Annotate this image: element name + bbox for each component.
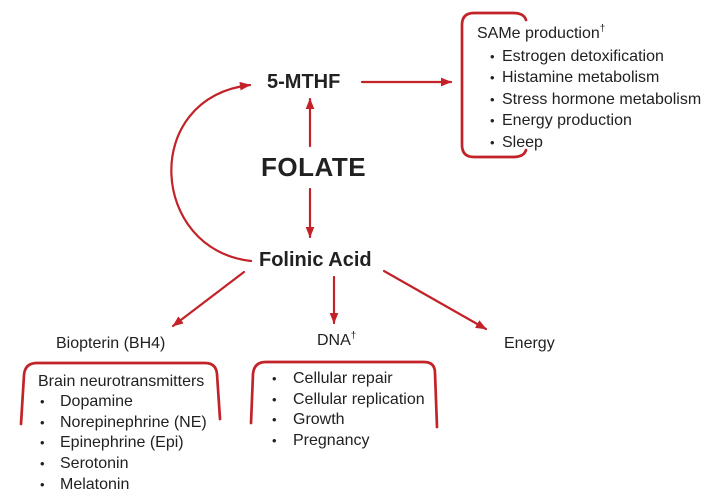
- list-item: • Sleep: [490, 132, 701, 153]
- node-folinic-acid: Folinic Acid: [259, 249, 372, 271]
- dna-label-text: DNA: [317, 332, 351, 349]
- list-item-label: Pregnancy: [293, 432, 370, 450]
- bullet-icon: •: [490, 113, 495, 129]
- bullet-icon: •: [490, 49, 495, 64]
- branch-label-dna: DNA†: [317, 330, 357, 350]
- list-item-label: Cellular repair: [293, 370, 393, 387]
- arrow-folinic-to-biopterin: [171, 270, 246, 328]
- list-item-label: Sleep: [502, 133, 543, 151]
- list-item: • Stress hormone metabolism: [490, 89, 701, 110]
- node-5mthf: 5-MTHF: [267, 71, 341, 93]
- list-item: • Melatonin: [40, 475, 207, 496]
- dagger-icon: †: [599, 23, 606, 35]
- bullet-icon: •: [40, 456, 45, 472]
- list-item: • Cellular replication: [272, 390, 425, 411]
- bullet-icon: •: [40, 394, 45, 409]
- list-item: • Serotonin: [40, 454, 207, 475]
- same-production-list: • Estrogen detoxification • Histamine me…: [490, 46, 701, 153]
- list-item-label: Stress hormone metabolism: [502, 90, 702, 108]
- list-item-label: Epinephrine (Epi): [60, 434, 184, 452]
- bullet-icon: •: [272, 412, 277, 428]
- list-item-label: Cellular replication: [293, 390, 425, 408]
- list-item-label: Histamine metabolism: [502, 69, 660, 87]
- list-item: • Cellular repair: [272, 369, 425, 390]
- list-item: • Dopamine: [40, 392, 207, 413]
- bullet-icon: •: [272, 391, 277, 407]
- bullet-icon: •: [272, 371, 277, 386]
- node-folate: FOLATE: [261, 152, 367, 182]
- brain-neurotransmitters-bracket: [19, 361, 222, 426]
- list-item: • Epinephrine (Epi): [40, 433, 207, 454]
- brain-neurotransmitters-heading: Brain neurotransmitters: [38, 373, 205, 390]
- bullet-icon: •: [40, 476, 45, 492]
- list-item-label: Dopamine: [60, 393, 133, 410]
- bullet-icon: •: [40, 414, 45, 430]
- dagger-icon: †: [350, 330, 357, 342]
- list-item: • Pregnancy: [272, 431, 425, 452]
- list-item: • Growth: [272, 410, 425, 431]
- branch-label-energy: Energy: [504, 335, 555, 352]
- list-item-label: Estrogen detoxification: [502, 48, 664, 65]
- dna-list: • Cellular repair • Cellular replication…: [272, 369, 425, 452]
- arrow-folinic-to-5mthf-curve: [170, 81, 253, 263]
- list-item-label: Melatonin: [60, 475, 130, 493]
- same-production-heading-text: SAMe production: [477, 25, 600, 42]
- list-item: • Histamine metabolism: [490, 67, 701, 88]
- bullet-icon: •: [272, 433, 277, 449]
- list-item-label: Norepinephrine (NE): [60, 413, 207, 431]
- list-item-label: Growth: [293, 411, 345, 429]
- list-item: • Norepinephrine (NE): [40, 413, 207, 434]
- list-item-label: Energy production: [502, 112, 632, 130]
- branch-label-biopterin: Biopterin (BH4): [56, 335, 166, 352]
- same-production-bracket: [460, 11, 528, 159]
- list-item: • Energy production: [490, 110, 701, 131]
- bullet-icon: •: [490, 134, 495, 150]
- bullet-icon: •: [490, 70, 495, 86]
- same-production-heading: SAMe production†: [477, 23, 606, 43]
- bullet-icon: •: [40, 435, 45, 451]
- bullet-icon: •: [490, 91, 495, 107]
- arrow-folinic-to-energy: [382, 269, 488, 331]
- brain-neurotransmitters-list: • Dopamine • Norepinephrine (NE) • Epine…: [40, 392, 207, 496]
- dna-bracket: [249, 360, 439, 429]
- list-item: • Estrogen detoxification: [490, 46, 701, 67]
- list-item-label: Serotonin: [60, 455, 129, 473]
